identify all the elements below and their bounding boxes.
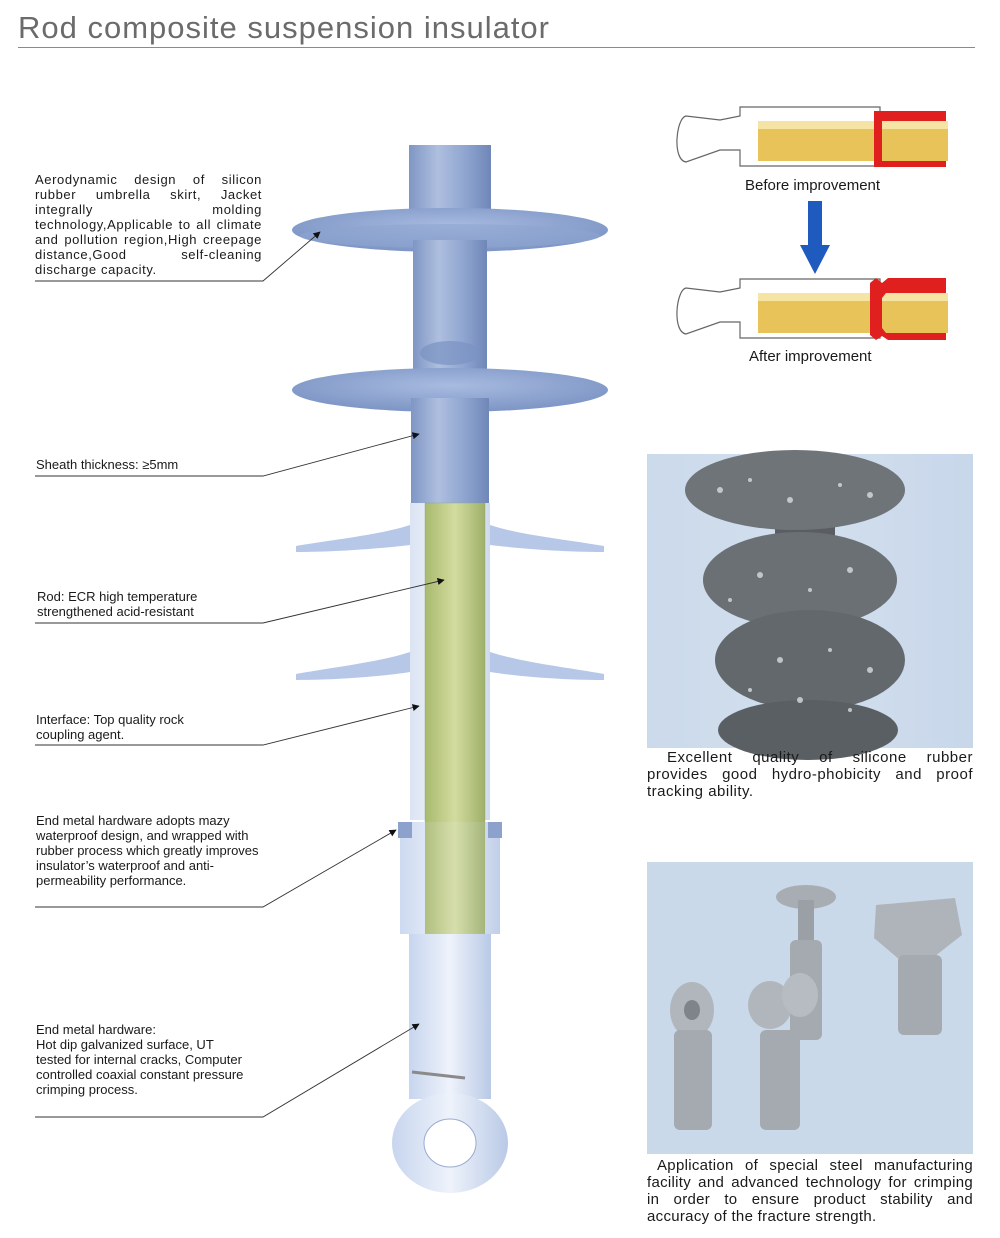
annotation-hardware-heading: End metal hardware:	[36, 1022, 156, 1037]
sheath	[411, 398, 489, 503]
leader-waterproof	[35, 829, 397, 908]
leader-rod	[35, 577, 445, 624]
end-fitting-body	[409, 934, 491, 1099]
after-improvement-label: After improvement	[749, 348, 872, 365]
annotation-hardware: End metal hardware: Hot dip galvanized s…	[36, 1022, 246, 1097]
page-title: Rod composite suspension insulator	[18, 10, 550, 45]
leader-sheath	[35, 432, 420, 477]
cutaway-skirt-left-2	[296, 652, 410, 680]
steel-caption: Application of special steel manufacturi…	[647, 1157, 973, 1225]
annotation-interface: Interface: Top quality rock coupling age…	[36, 712, 184, 742]
before-improvement-diagram	[676, 106, 948, 167]
cutaway-skirt-right-1	[490, 525, 604, 552]
annotation-skirt: Aerodynamic design of silicon rubber umb…	[35, 172, 262, 277]
annotation-rod: Rod: ECR high temperature strengthened a…	[37, 589, 198, 619]
steel-fittings-photo	[647, 862, 973, 1154]
after-improvement-diagram	[676, 278, 948, 340]
after-crimp	[870, 278, 946, 340]
silicone-caption: Excellent quality of silicone rubber pro…	[647, 749, 973, 800]
leader-interface	[35, 704, 420, 746]
middle-skirt	[292, 368, 608, 412]
annotation-waterproof: End metal hardware adopts mazy waterproo…	[36, 813, 259, 888]
before-improvement-label: Before improvement	[745, 177, 881, 194]
cutaway-skirt-right-2	[490, 652, 604, 680]
cutaway-skirt-left-1	[296, 525, 410, 552]
leader-skirt	[35, 231, 321, 282]
before-crimp	[874, 111, 946, 167]
title-divider	[18, 47, 975, 48]
annotation-hardware-body: Hot dip galvanized surface, UT tested fo…	[36, 1037, 244, 1097]
waterproof-seal	[398, 822, 502, 838]
leader-hardware	[35, 1023, 420, 1118]
silicone-skirt-photo	[647, 450, 973, 760]
improvement-arrow	[800, 201, 830, 274]
annotation-sheath: Sheath thickness: ≥5mm	[36, 457, 179, 472]
